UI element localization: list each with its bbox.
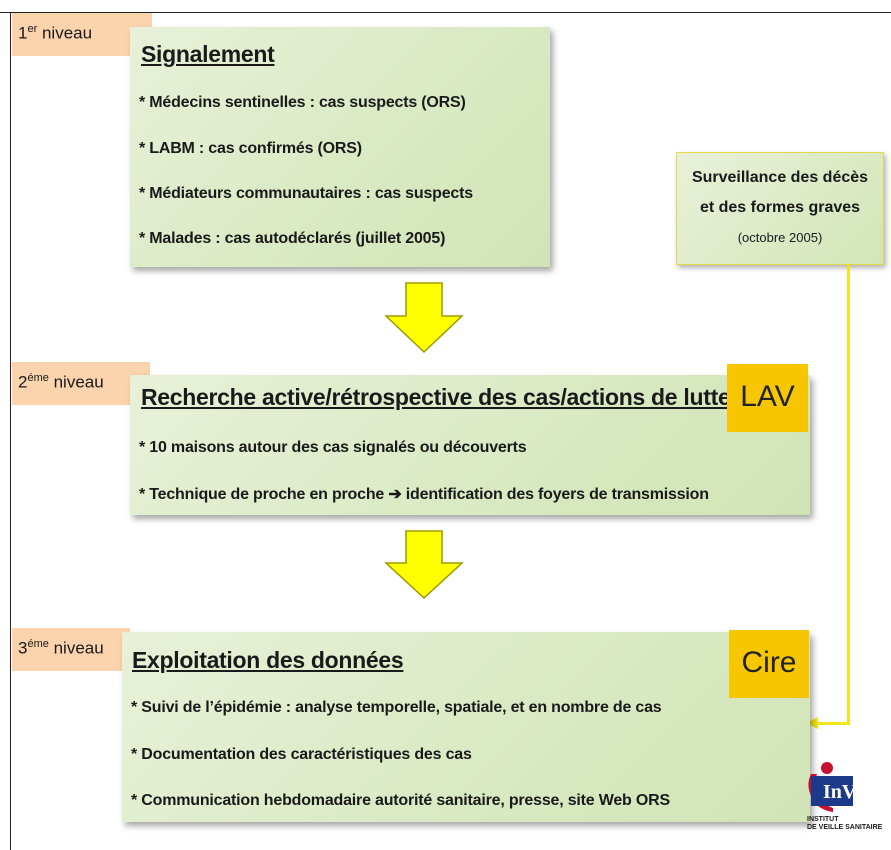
feed-arrow-head-icon <box>806 717 818 729</box>
exploitation-title: Exploitation des données <box>132 647 404 673</box>
surveillance-line-1: Surveillance des décès <box>691 169 869 186</box>
surveillance-deces-box: Surveillance des décès et des formes gra… <box>676 152 884 265</box>
signalement-item-3: * Médiateurs communautaires : cas suspec… <box>139 185 473 202</box>
exploitation-item-1: * Suivi de l’épidémie : analyse temporel… <box>131 699 662 716</box>
down-arrow-2-icon <box>384 530 464 600</box>
frame-left-line <box>10 12 11 850</box>
level-2-suffix: éme <box>27 372 49 384</box>
signalement-item-4: * Malades : cas autodéclarés (juillet 20… <box>139 230 446 247</box>
recherche-title: Recherche active/rétrospective des cas/a… <box>141 384 731 410</box>
exploitation-item-3: * Communication hebdomadaire autorité sa… <box>131 792 670 809</box>
level-1-number: 1 <box>18 23 28 43</box>
recherche-item-1: * 10 maisons autour des cas signalés ou … <box>139 439 527 456</box>
lav-tag: LAV <box>727 364 808 432</box>
frame-top-line <box>0 12 891 13</box>
level-3-suffix: éme <box>27 638 49 650</box>
level-1-tab: 1er niveau <box>12 13 152 56</box>
down-arrow-1-icon <box>384 282 464 354</box>
signalement-title: Signalement <box>141 41 275 67</box>
level-3-number: 3 <box>18 638 28 658</box>
exploitation-box: Exploitation des données * Suivi de l’ép… <box>122 632 810 822</box>
level-2-tab: 2éme niveau <box>12 362 150 405</box>
signalement-box: Signalement * Médecins sentinelles : cas… <box>130 27 550 267</box>
level-2-number: 2 <box>18 372 28 392</box>
level-3-tab: 3éme niveau <box>12 628 130 671</box>
surveillance-line-2: et des formes graves <box>699 199 861 216</box>
level-1-suffix: er <box>27 23 38 35</box>
recherche-box: Recherche active/rétrospective des cas/a… <box>130 375 810 515</box>
invs-logo-mark-icon: InVS <box>808 762 867 812</box>
signalement-item-2: * LABM : cas confirmés (ORS) <box>139 140 362 157</box>
surveillance-line-3: (octobre 2005) <box>737 230 823 245</box>
invs-logo-line-2: DE VEILLE SANITAIRE <box>807 824 883 831</box>
cire-tag: Cire <box>729 630 809 698</box>
feed-line-vertical <box>847 265 850 725</box>
invs-logo-line-1: INSTITUT <box>807 816 839 823</box>
invs-logo-mark-text: InVS <box>823 781 867 803</box>
level-1-label: niveau <box>37 23 93 43</box>
invs-logo: InVS INSTITUT DE VEILLE SANITAIRE <box>803 756 883 846</box>
level-2-label: niveau <box>48 372 104 392</box>
recherche-item-2: * Technique de proche en proche ➔ identi… <box>139 486 709 503</box>
exploitation-item-2: * Documentation des caractéristiques des… <box>131 746 472 763</box>
level-3-label: niveau <box>48 638 104 658</box>
feed-line-horizontal <box>816 722 850 725</box>
signalement-item-1: * Médecins sentinelles : cas suspects (O… <box>139 94 466 111</box>
